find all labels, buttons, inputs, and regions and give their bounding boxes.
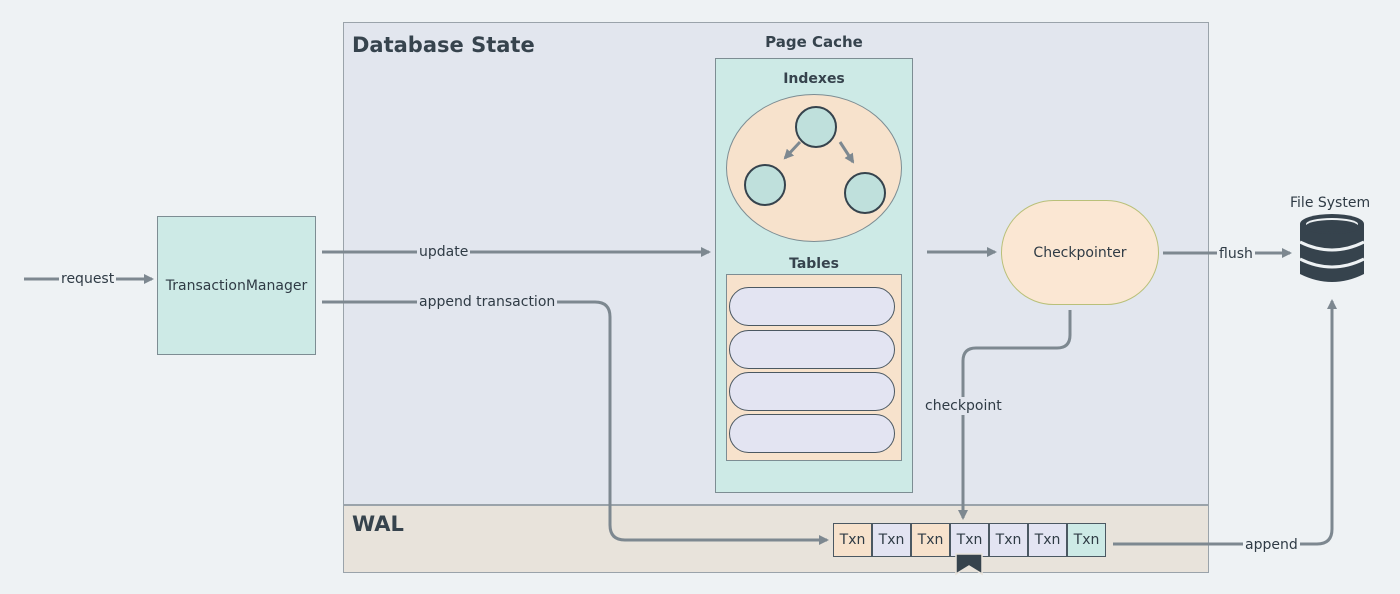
flush-label: flush [1217, 245, 1255, 263]
indexes-label: Indexes [783, 71, 845, 87]
wal-entry-label: Txn [1034, 532, 1061, 548]
database-icon [1299, 214, 1365, 282]
wal-entry: Txn [950, 523, 989, 557]
wal-entry-label: Txn [839, 532, 866, 548]
table-row [729, 372, 895, 411]
index-right-node [844, 172, 886, 214]
table-row [729, 330, 895, 369]
tables-label: Tables [789, 256, 839, 272]
wal-entry: Txn [833, 523, 872, 557]
wal-entry: Txn [1028, 523, 1067, 557]
page-cache-title: Page Cache [765, 33, 863, 51]
file-system-label: File System [1290, 195, 1371, 211]
table-row [729, 287, 895, 326]
checkpoint-label: checkpoint [923, 397, 1004, 415]
checkpointer-label: Checkpointer [1033, 244, 1127, 261]
wal-entry: Txn [989, 523, 1028, 557]
wal-entry: Txn [872, 523, 911, 557]
index-root-node [795, 106, 837, 148]
index-edge-right [838, 141, 855, 164]
wal-entry: Txn [1067, 523, 1106, 557]
wal-title: WAL [352, 512, 404, 536]
index-left-node [744, 164, 786, 206]
append-arrow [1113, 299, 1337, 546]
bookmark-icon [955, 553, 983, 576]
transaction-manager-label: TransactionManager [165, 277, 308, 294]
index-edge-left [783, 140, 802, 160]
checkpointer-node: Checkpointer [1001, 200, 1159, 305]
wal-entry-label: Txn [917, 532, 944, 548]
wal-entry-label: Txn [1073, 532, 1100, 548]
append-label: append [1243, 536, 1300, 554]
wal-entry-label: Txn [878, 532, 905, 548]
wal-entry-label: Txn [995, 532, 1022, 548]
checkpoint-arrow [958, 310, 1072, 520]
database-state-title: Database State [352, 33, 535, 57]
wal-entry: Txn [911, 523, 950, 557]
table-row [729, 414, 895, 453]
wal-entry-label: Txn [956, 532, 983, 548]
transaction-manager-node: TransactionManager [157, 216, 316, 355]
append-transaction-arrow [322, 300, 829, 545]
append-transaction-label: append transaction [417, 293, 558, 311]
request-label: request [59, 270, 117, 288]
update-label: update [417, 243, 471, 261]
